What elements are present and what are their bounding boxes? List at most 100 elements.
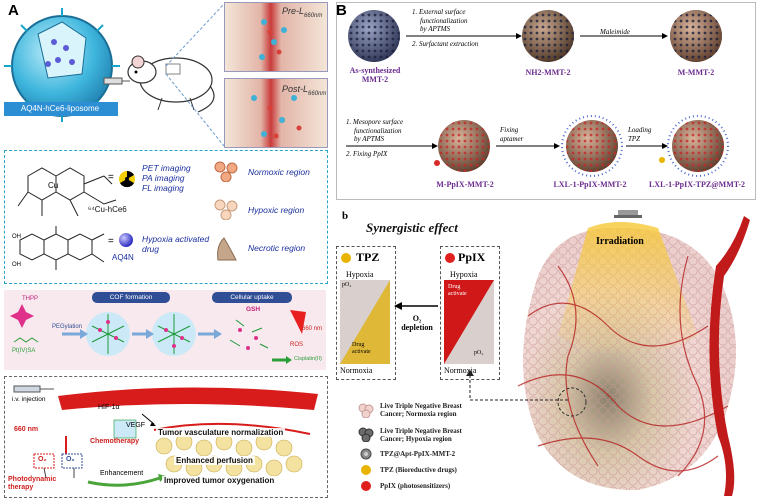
vegf-label: VEGF: [126, 422, 146, 429]
pre-label: Pre-L660nm: [282, 6, 323, 19]
hce6-structure: Cu: [17, 167, 117, 217]
legend-normoxia-cells-icon: [358, 403, 374, 418]
tumor-illustration: [517, 210, 750, 496]
legend-ppix-icon: [361, 481, 371, 491]
region-hypoxic: Hypoxic region: [248, 205, 305, 215]
syringe-icon: [103, 77, 130, 85]
zoom-lines: [165, 3, 225, 147]
dashed-pointer: [466, 370, 570, 401]
panel-a-legend-box: [4, 150, 328, 284]
svg-text:OH: OH: [12, 262, 21, 268]
normoxic-cells-icon: [214, 161, 238, 182]
tpz-gradient: [340, 280, 390, 364]
panel-b-letter: B: [336, 2, 347, 19]
synergistic-title: Synergistic effect: [366, 220, 458, 235]
hce6-uses: PET imaging PA imaging FL imaging: [142, 163, 191, 193]
panel-c-bottom-frame: [4, 376, 328, 498]
maleimide-text: Maleimide: [600, 28, 630, 36]
irradiation-label: Irradiation: [596, 236, 644, 247]
pre-tissue-cells: [259, 19, 287, 60]
hif-label: HIF-1α: [98, 404, 120, 411]
post-label: Post-L660nm: [282, 84, 327, 97]
legend-tpz-icon: [361, 465, 371, 475]
ppix-dot-title-icon: [445, 253, 455, 263]
label-m: M-MMT-2: [677, 68, 715, 77]
legend-tpz: TPZ (Bioreductive drugs): [380, 466, 457, 474]
label-lxl-ppix-tpz: LXL-1-PpIX-TPZ@MMT-2: [648, 180, 746, 189]
liposome-label: AQ4N-hCe6-liposome: [20, 104, 100, 113]
oxygenation-label: Improved tumor oxygenation: [162, 476, 277, 485]
cof-formation-banner: COF formation: [92, 292, 170, 303]
mouse-illustration: [127, 55, 215, 113]
aq4n-desc-2: drug: [142, 244, 160, 254]
nm660b-label: 660 nm: [14, 426, 39, 433]
legend-ppix: PpIX (photosensitizers): [380, 482, 451, 490]
necrotic-cells-icon: [217, 237, 237, 261]
use-pa: PA imaging: [142, 173, 185, 183]
ppix-hypoxia: Hypoxia: [450, 270, 478, 279]
svg-text:Cu: Cu: [48, 181, 58, 190]
chemotherapy-label: Chemotherapy: [90, 438, 140, 445]
tpz-box: [336, 246, 396, 380]
legend-nanoparticle: TPZ@Apt-PpIX-MMT-2: [380, 450, 456, 458]
o2-right: O₂: [66, 456, 75, 463]
label-m-ppix: M-PpIX-MMT-2: [436, 180, 494, 189]
thpp-label: THPP: [22, 296, 39, 302]
tpz-dot-title-icon: [341, 253, 351, 263]
cisplatin-label: Cisplatin(II): [294, 356, 322, 362]
hce6-label: ⁶⁴Cu-hCe6: [88, 205, 127, 214]
tpz-title: TPZ: [356, 250, 380, 264]
ppix-normoxia: Normoxia: [444, 366, 477, 375]
hypoxic-cells-icon: [214, 199, 238, 220]
label-lxl-ppix: LXL-1-PpIX-MMT-2: [553, 180, 627, 189]
tpz-hypoxia: Hypoxia: [346, 270, 374, 279]
perfusion-label: Enhanced perfusion: [174, 456, 255, 465]
tpz-dot-icon: [659, 157, 665, 163]
pre-tissue-image: [224, 2, 328, 72]
ppix-gradient: [444, 280, 494, 364]
panel-a-letter: A: [8, 2, 19, 19]
ppix-box: [440, 246, 500, 380]
enhancement-label: Enhancement: [100, 470, 144, 477]
label-as-synthesized: As-synthesized MMT-2: [349, 66, 401, 84]
tumor-normalization-label: Tumor vasculature normalization: [156, 428, 286, 437]
aq4n-desc-1: Hypoxia activated: [142, 234, 210, 244]
ppix-dot-icon: [434, 160, 440, 166]
radiation-icon: [119, 170, 135, 188]
legend-nanoparticle-icon: [360, 448, 372, 460]
ppix-po2: pO₂: [474, 350, 484, 356]
tpz-normoxia: Normoxia: [340, 366, 373, 375]
o2-depletion-arrow: [394, 302, 438, 310]
aq4n-equals: =: [108, 236, 114, 247]
cellular-uptake-banner: Cellular uptake: [212, 292, 292, 303]
nm660-label: 660 nm: [302, 326, 323, 332]
post-tissue-cells: [251, 95, 302, 139]
label-nh2: NH2-MMT-2: [525, 68, 571, 77]
panel-c-bottom-graphics: [13, 385, 318, 487]
gsh-label: GSH: [246, 306, 261, 313]
region-necrotic: Necrotic region: [248, 243, 306, 253]
cof-network-1: [86, 312, 130, 356]
ros-label: ROS: [290, 342, 304, 348]
panel-b-frame: [336, 2, 756, 200]
panel-c-top-graphics: [10, 304, 306, 364]
legend-hypoxia-cells-icon: [358, 427, 374, 442]
aq4n-sphere-icon: [119, 233, 133, 247]
cof-network-2: [152, 312, 196, 356]
o2-left: O₂: [38, 456, 47, 463]
use-fl: FL imaging: [142, 183, 184, 193]
hce6-equals: =: [108, 172, 114, 183]
tpz-po2: pO₂: [342, 282, 352, 288]
region-normoxic: Normoxic region: [248, 167, 310, 177]
panel-b-particles: [346, 10, 729, 177]
